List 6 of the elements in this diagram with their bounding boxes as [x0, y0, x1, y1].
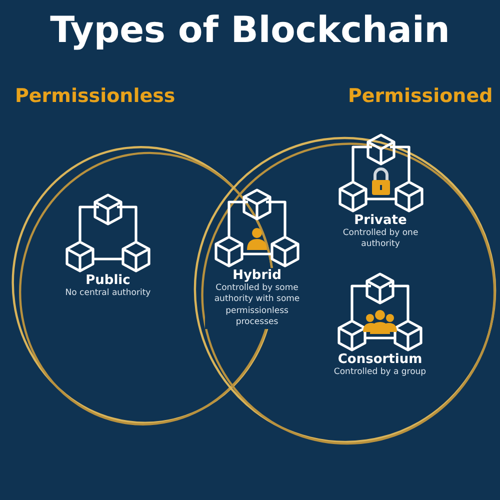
set-heading: Permissioned [348, 85, 493, 107]
description-text: No central authority [65, 288, 151, 300]
type-heading: Hybrid [230, 268, 284, 283]
set-heading: Permissionless [15, 85, 176, 107]
description-text: Controlled by a group [334, 367, 426, 378]
title: Types of Blockchain [49, 10, 451, 51]
